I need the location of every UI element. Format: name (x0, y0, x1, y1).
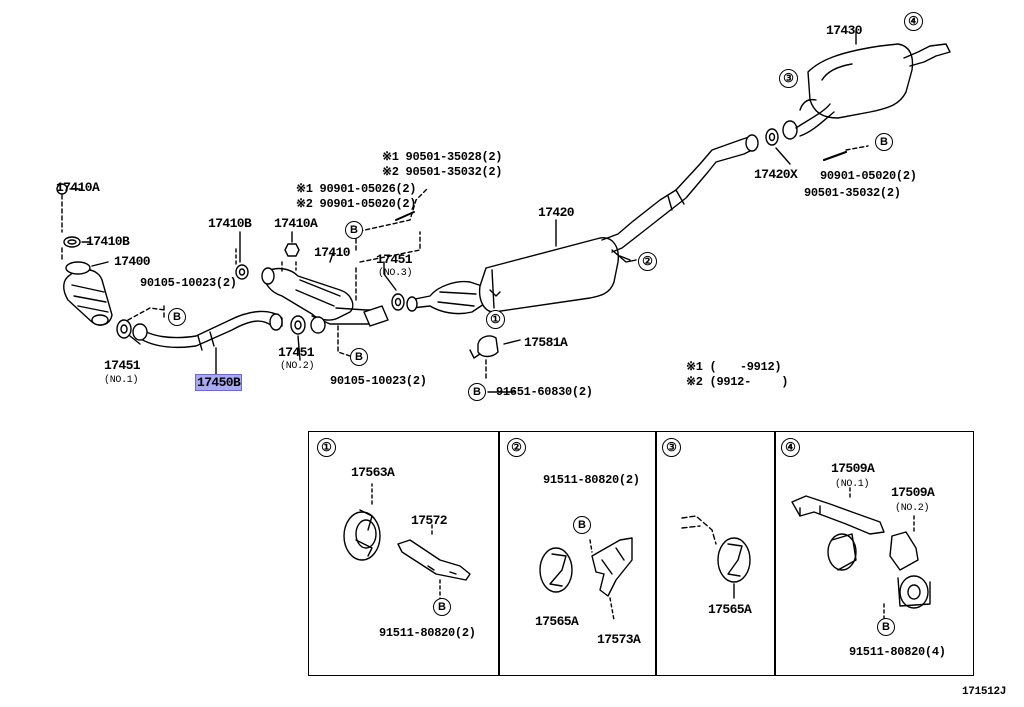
label-17420X[interactable]: 17420X (754, 167, 798, 182)
panel-4-number: ④ (781, 438, 800, 457)
footnote-1: ※1 ( -9912) (686, 360, 782, 374)
inset-panel-4: ④ 17509A (NO.1) 17509A (NO.2) B 91511-80… (774, 431, 974, 676)
label-no3: (NO.3) (378, 268, 413, 279)
panel-2-part-b[interactable]: 17573A (597, 632, 641, 647)
front-pipe-17400[interactable] (63, 261, 113, 326)
panel-1-part-a[interactable]: 17563A (351, 465, 395, 480)
panel-4-hanger[interactable] (791, 487, 931, 619)
front-pipe-17450B[interactable] (132, 310, 283, 351)
converter-pipe-17410[interactable] (261, 267, 389, 334)
label-90501-right[interactable]: 90501-35032(2) (804, 186, 901, 200)
label-17451-no2[interactable]: 17451 (278, 345, 315, 360)
label-17420[interactable]: 17420 (538, 205, 575, 220)
label-17410B-mid[interactable]: 17410B (208, 216, 252, 231)
callout-b-90105-bot: B (350, 348, 368, 366)
panel-2-bolt[interactable]: 91511-80820(2) (543, 473, 640, 487)
label-91651[interactable]: 91651-60830(2) (496, 385, 593, 399)
panel-2-hanger[interactable] (539, 537, 633, 621)
panel-4-part-a[interactable]: 17509A (831, 461, 875, 476)
callout-1-main: ① (486, 310, 505, 329)
panel-1-part-b[interactable]: 17572 (411, 513, 448, 528)
gasket-17451-no3[interactable] (391, 293, 405, 311)
label-17581A[interactable]: 17581A (524, 335, 568, 350)
label-spring-note2[interactable]: ※2 90501-35032(2) (382, 165, 503, 179)
panel-3-part-a[interactable]: 17565A (708, 602, 752, 617)
gasket-17451-no1[interactable] (116, 319, 132, 339)
panel-1-hanger[interactable] (343, 483, 471, 601)
panel-4-note-b: (NO.2) (895, 503, 930, 514)
label-17410B-left[interactable]: 17410B (86, 234, 130, 249)
label-17410A-left[interactable]: 17410A (56, 180, 100, 195)
inset-panel-3: ③ 17565A (655, 431, 776, 676)
callout-b-90105-top: B (168, 308, 186, 326)
panel-3-hanger[interactable] (681, 515, 751, 599)
label-17450B-text[interactable]: 17450B (194, 374, 243, 391)
gasket-17410B-mid[interactable] (235, 264, 249, 280)
panel-4-callout-b: B (877, 618, 895, 636)
inset-panel-1: ① 17563A 17572 B 91511-80820(2) (308, 431, 500, 676)
drawing-id: 171512J (962, 686, 1007, 698)
callout-b-bolt: B (345, 221, 363, 239)
gasket-17410A-left[interactable] (56, 183, 68, 195)
label-90105-top[interactable]: 90105-10023(2) (140, 276, 237, 290)
footnote-2: ※2 (9912- ) (686, 375, 789, 389)
label-17410A-mid[interactable]: 17410A (274, 216, 318, 231)
nut-17410A-mid[interactable] (284, 243, 300, 257)
panel-1-bolt[interactable]: 91511-80820(2) (379, 626, 476, 640)
panel-1-number: ① (317, 438, 336, 457)
panel-2-callout-b: B (573, 516, 591, 534)
callout-b-right: B (875, 133, 893, 151)
label-17410[interactable]: 17410 (314, 245, 351, 260)
label-17400[interactable]: 17400 (114, 254, 151, 269)
label-bolt-note1[interactable]: ※1 90901-05026(2) (296, 182, 417, 196)
center-pipe-17420[interactable] (478, 134, 759, 313)
panel-4-bolt[interactable]: 91511-80820(4) (849, 645, 946, 659)
gasket-17410B-left[interactable] (63, 236, 81, 248)
panel-2-part-a[interactable]: 17565A (535, 614, 579, 629)
tail-muffler-17430[interactable] (795, 43, 951, 137)
panel-2-number: ② (507, 438, 526, 457)
gasket-17420X[interactable] (765, 128, 779, 146)
label-17450B[interactable]: 17450B (194, 374, 243, 391)
callout-4-main: ④ (904, 12, 923, 31)
callout-2-main: ② (638, 252, 657, 271)
label-90105-bot[interactable]: 90105-10023(2) (330, 374, 427, 388)
center-converter[interactable] (406, 280, 491, 315)
panel-1-callout-b: B (433, 598, 451, 616)
label-17451-no1[interactable]: 17451 (104, 358, 141, 373)
callout-3-main: ③ (779, 69, 798, 88)
gasket-17451-no2[interactable] (290, 315, 306, 335)
panel-4-part-b[interactable]: 17509A (891, 485, 935, 500)
label-spring-note1[interactable]: ※1 90501-35028(2) (382, 150, 503, 164)
label-17430[interactable]: 17430 (826, 23, 863, 38)
label-90901-right[interactable]: 90901-05020(2) (820, 169, 917, 183)
inset-panel-2: ② 91511-80820(2) B 17565A 17573A (498, 431, 657, 676)
hanger-17581A[interactable] (469, 335, 499, 359)
label-bolt-note2[interactable]: ※2 90901-05020(2) (296, 197, 417, 211)
panel-4-note-a: (NO.1) (835, 479, 870, 490)
label-no1: (NO.1) (104, 375, 139, 386)
label-17451-no3[interactable]: 17451 (376, 252, 413, 267)
panel-3-number: ③ (662, 438, 681, 457)
label-no2: (NO.2) (280, 361, 315, 372)
callout-b-91651: B (468, 383, 486, 401)
